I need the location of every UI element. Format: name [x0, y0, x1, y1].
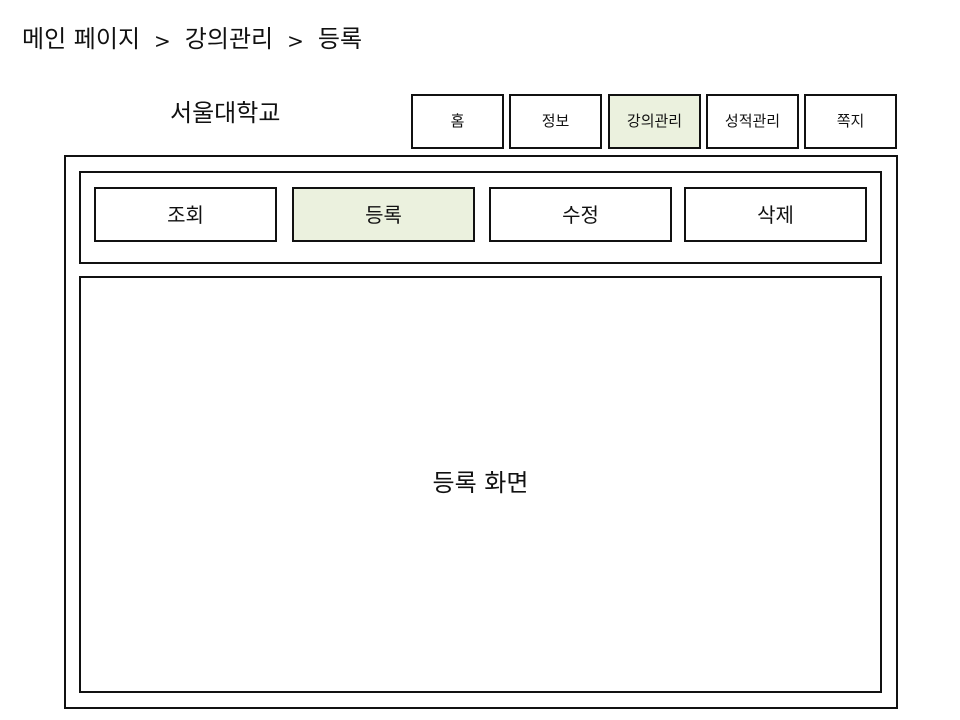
breadcrumb: 메인 페이지 > 강의관리 > 등록: [22, 22, 362, 56]
content-screen-label: 등록 화면: [432, 469, 529, 497]
main-frame: 조회 등록 수정 삭제 등록 화면: [64, 155, 898, 709]
subnav-register-button[interactable]: 등록: [292, 187, 475, 242]
top-tab-grade-management[interactable]: 성적관리: [706, 94, 799, 149]
top-tab-course-management[interactable]: 강의관리: [608, 94, 701, 149]
breadcrumb-separator: >: [287, 29, 304, 53]
sub-navigation-panel: 조회 등록 수정 삭제: [79, 171, 882, 264]
top-tab-info[interactable]: 정보: [509, 94, 602, 149]
top-navigation: 홈 정보 강의관리 성적관리 쪽지: [411, 94, 898, 149]
top-tab-home[interactable]: 홈: [411, 94, 504, 149]
breadcrumb-separator: >: [154, 29, 171, 53]
breadcrumb-item-register: 등록: [317, 25, 363, 53]
university-title: 서울대학교: [170, 99, 281, 127]
breadcrumb-item-course-management[interactable]: 강의관리: [184, 25, 274, 53]
top-tab-messages[interactable]: 쪽지: [804, 94, 897, 149]
content-panel: 등록 화면: [79, 276, 882, 693]
subnav-edit-button[interactable]: 수정: [489, 187, 672, 242]
subnav-view-button[interactable]: 조회: [94, 187, 277, 242]
subnav-delete-button[interactable]: 삭제: [684, 187, 867, 242]
breadcrumb-item-main-page[interactable]: 메인 페이지: [22, 25, 141, 53]
